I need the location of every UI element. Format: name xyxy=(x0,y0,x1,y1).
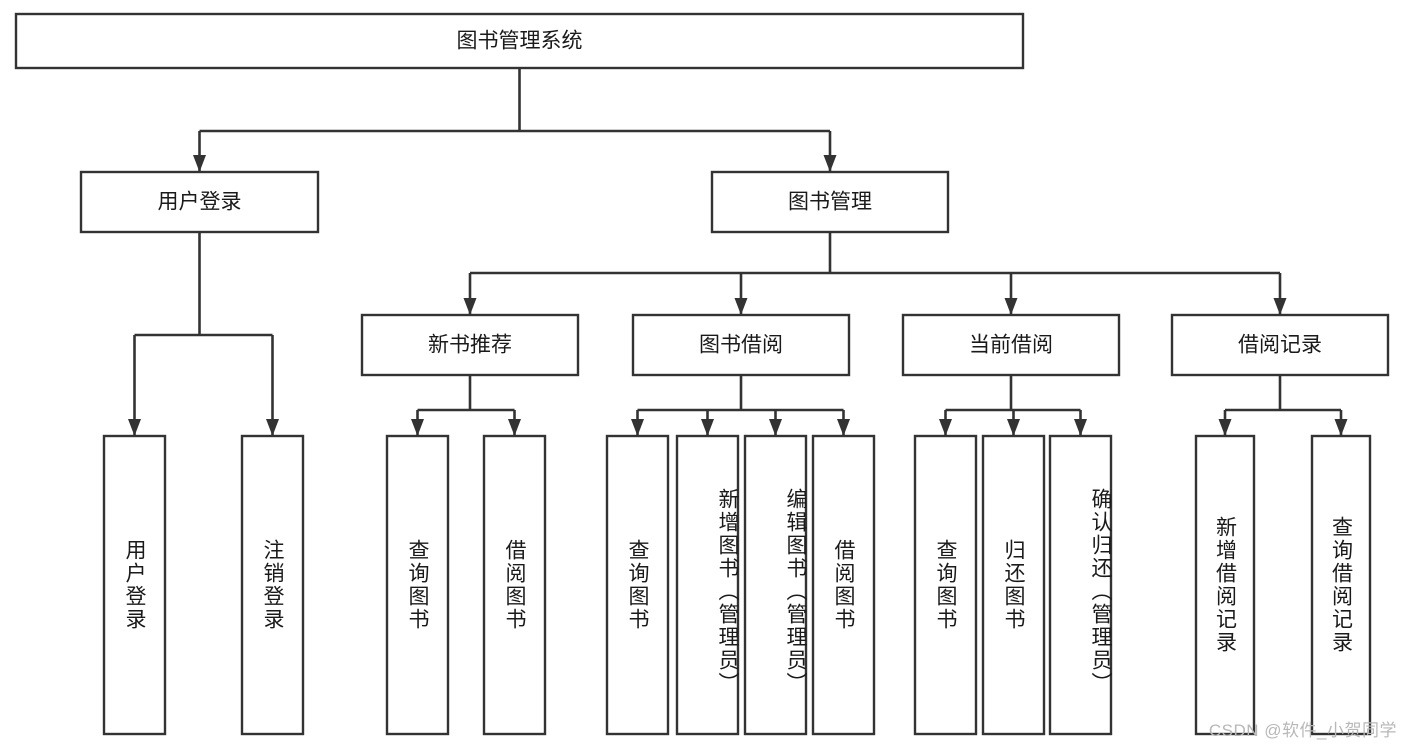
node-box-book-borrow xyxy=(631,313,851,377)
connector-arrow-new-book-rec-0 xyxy=(411,419,424,436)
node-box-leaf-query-record xyxy=(1310,434,1372,736)
node-box-leaf-logout xyxy=(240,434,305,736)
connector-arrow-book-borrow-0 xyxy=(631,419,644,436)
node-box-leaf-borrow-book-2 xyxy=(811,434,876,736)
connector-arrow-new-book-rec-1 xyxy=(508,419,521,436)
connector-arrow-book-manage-2 xyxy=(1004,298,1018,315)
connector-arrow-user-login-0 xyxy=(128,419,141,436)
connector-arrow-user-login-1 xyxy=(266,419,279,436)
connector-arrow-current-borrow-2 xyxy=(1074,419,1087,436)
node-box-leaf-user-login xyxy=(102,434,167,736)
node-box-borrow-record xyxy=(1170,313,1390,377)
node-box-book-manage xyxy=(710,170,950,234)
node-box-new-book-rec xyxy=(360,313,580,377)
node-box-leaf-query-book-1 xyxy=(385,434,450,736)
connector-arrow-borrow-record-1 xyxy=(1334,419,1348,436)
node-box-leaf-query-book-3 xyxy=(913,434,978,736)
node-box-user-login xyxy=(79,170,320,234)
connector-arrow-book-manage-0 xyxy=(463,298,477,315)
csdn-watermark: CSDN @软件_小贺同学 xyxy=(1208,721,1397,740)
connector-arrow-book-manage-3 xyxy=(1273,298,1287,315)
node-label-user-login: 用户登录 xyxy=(158,191,242,214)
node-label-book-manage: 图书管理 xyxy=(788,191,872,214)
node-label-root: 图书管理系统 xyxy=(457,30,583,53)
connector-arrow-root-0 xyxy=(193,155,206,172)
node-box-leaf-add-record xyxy=(1194,434,1256,736)
node-label-current-borrow: 当前借阅 xyxy=(969,334,1053,357)
connector-arrow-current-borrow-0 xyxy=(939,419,952,436)
connector-arrow-current-borrow-1 xyxy=(1007,419,1020,436)
node-label-book-borrow: 图书借阅 xyxy=(699,334,783,357)
connector-arrow-book-borrow-2 xyxy=(769,419,782,436)
node-box-leaf-confirm-return xyxy=(1048,434,1113,736)
node-box-leaf-borrow-book-1 xyxy=(482,434,547,736)
connectors-layer xyxy=(128,68,1348,436)
boxes-layer xyxy=(14,12,1390,736)
node-box-current-borrow xyxy=(901,313,1121,377)
connector-arrow-borrow-record-0 xyxy=(1218,419,1232,436)
connector-arrow-book-borrow-3 xyxy=(837,419,850,436)
node-box-leaf-edit-book xyxy=(743,434,808,736)
connector-arrow-root-1 xyxy=(823,155,837,172)
node-label-borrow-record: 借阅记录 xyxy=(1238,334,1322,357)
node-box-leaf-query-book-2 xyxy=(605,434,670,736)
connector-arrow-book-manage-1 xyxy=(734,298,748,315)
node-box-leaf-add-book xyxy=(675,434,740,736)
node-box-leaf-return-book xyxy=(981,434,1046,736)
node-label-new-book-rec: 新书推荐 xyxy=(428,334,512,357)
node-box-root xyxy=(14,12,1025,70)
connector-arrow-book-borrow-1 xyxy=(701,419,714,436)
